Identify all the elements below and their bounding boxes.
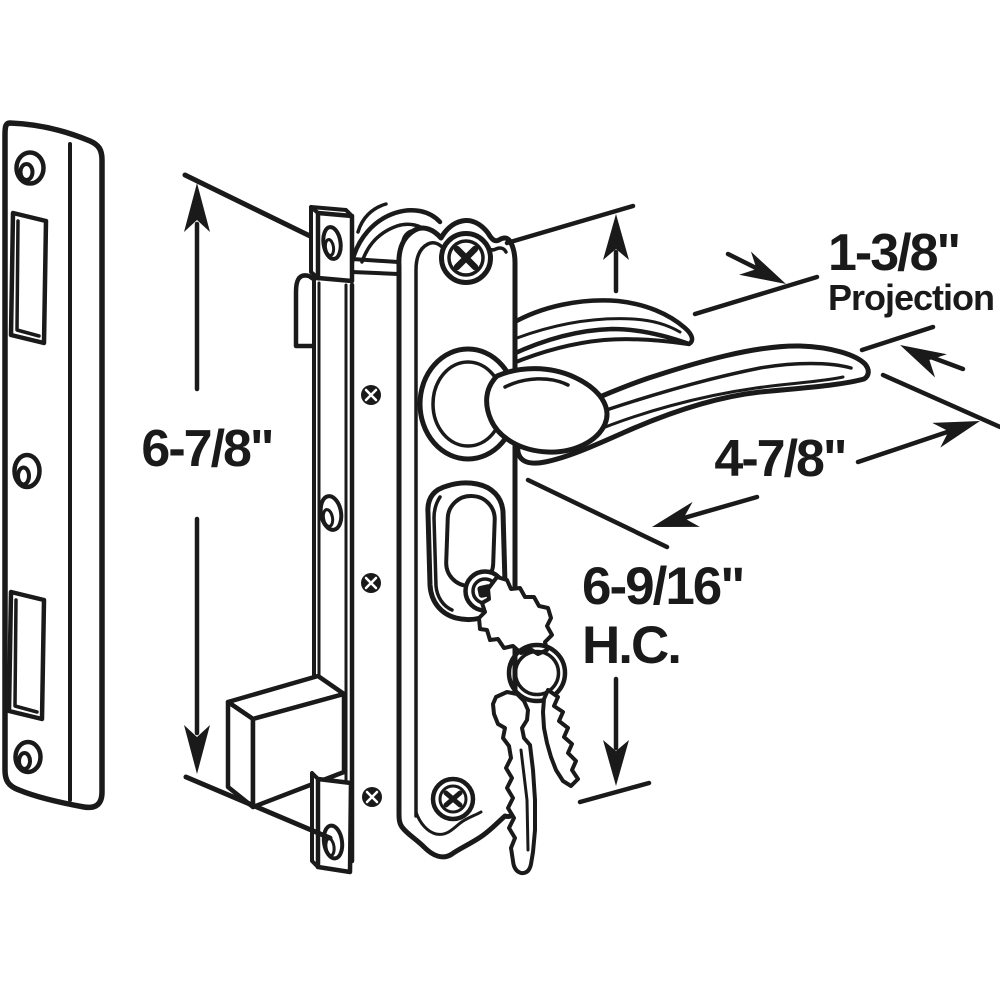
dimension-strike-height: 6-7/8"	[141, 172, 333, 841]
dim-strike-height-label: 6-7/8"	[141, 420, 272, 478]
extension-line	[182, 172, 313, 239]
screw-hole-icon	[13, 739, 43, 775]
extension-line	[692, 274, 820, 317]
extension-line	[504, 203, 636, 246]
arrow-right-icon	[739, 251, 786, 284]
dim-projection-caption: Projection	[828, 277, 994, 318]
phillips-cross-icon	[443, 790, 463, 808]
outside-lever-highlight	[515, 317, 682, 340]
dim-projection-value: 1-3/8"	[828, 224, 959, 282]
key-ring-inner	[513, 649, 561, 697]
latch-slot	[8, 210, 49, 346]
screw-inner	[447, 239, 485, 277]
key-long-groove	[519, 748, 530, 852]
extension-line	[525, 477, 670, 550]
extension-line	[859, 324, 936, 353]
arrow-down-icon	[184, 725, 210, 774]
extension-line	[880, 372, 1000, 430]
dimension-handle-length: 4-7/8"	[525, 372, 1000, 550]
bolt-slot	[6, 589, 47, 722]
screw-hole-inner	[17, 751, 32, 771]
lever-handle	[417, 343, 871, 466]
lever-blade-highlight	[575, 361, 853, 422]
case-screw-icon	[361, 385, 381, 405]
connector-bar	[350, 257, 400, 264]
extension-line	[183, 774, 333, 841]
latch-slot-depth-line	[15, 219, 41, 338]
bolt-slot-depth-line	[13, 598, 39, 714]
key-long	[491, 690, 537, 876]
phillips-cross-icon	[453, 245, 479, 271]
top-tab-oval-inner	[323, 238, 336, 257]
key-ring-icon	[506, 642, 568, 704]
screw-hole-icon	[14, 150, 46, 186]
screw-hole-inner	[18, 162, 35, 182]
arrow-up-icon	[603, 214, 629, 260]
arrow-down-left-icon	[652, 501, 700, 527]
dim-handle-length-label: 4-7/8"	[714, 430, 845, 488]
spring-arc	[356, 202, 388, 234]
case-screw-icon	[362, 787, 382, 807]
deadbolt-left-face	[225, 699, 256, 810]
key-short	[541, 688, 580, 788]
arrow-left-icon	[900, 345, 947, 378]
bottom-tab-oval-hole	[321, 823, 345, 861]
lever-neck	[484, 366, 610, 455]
case-screw-icon	[361, 573, 381, 593]
dim-hc-caption: H.C.	[582, 616, 680, 675]
outside-lever	[508, 298, 695, 358]
screw-hole-inner	[16, 465, 31, 487]
keys-on-ring	[477, 575, 580, 876]
strike-plate	[2, 120, 105, 811]
strike-plate-outline	[2, 120, 105, 811]
top-tab-oval-hole	[321, 225, 343, 261]
connector-bar	[350, 270, 400, 276]
screw-hole-icon	[12, 452, 42, 490]
arrow-down-icon	[603, 740, 629, 786]
arrow-up-right-icon	[932, 421, 980, 448]
escutcheon-bottom-screw	[430, 776, 476, 822]
extension-line	[577, 780, 652, 805]
lever-blade	[515, 343, 871, 466]
outside-rose-arc	[349, 208, 443, 265]
lever-neck-highlight	[503, 377, 570, 389]
dimension-projection: 1-3/8" Projection	[692, 224, 995, 378]
arrow-up-icon	[184, 183, 210, 232]
screw-inner	[438, 784, 468, 814]
escutcheon-top-screw	[439, 231, 493, 285]
lever-blade-lowlight	[586, 375, 845, 436]
escutcheon-bottom-bevel	[414, 810, 483, 836]
cylinder-boss-bevel	[432, 495, 454, 612]
faceplate-mid-hole	[318, 494, 344, 532]
dim-hc-value: 6-9/16"	[582, 557, 743, 616]
outside-lever-bottom-edge	[509, 337, 690, 366]
mortise-lock	[225, 205, 382, 875]
dimension-hole-centers: 6-9/16" H.C.	[504, 203, 745, 805]
faceplate-mid-hole-inner	[321, 508, 335, 528]
